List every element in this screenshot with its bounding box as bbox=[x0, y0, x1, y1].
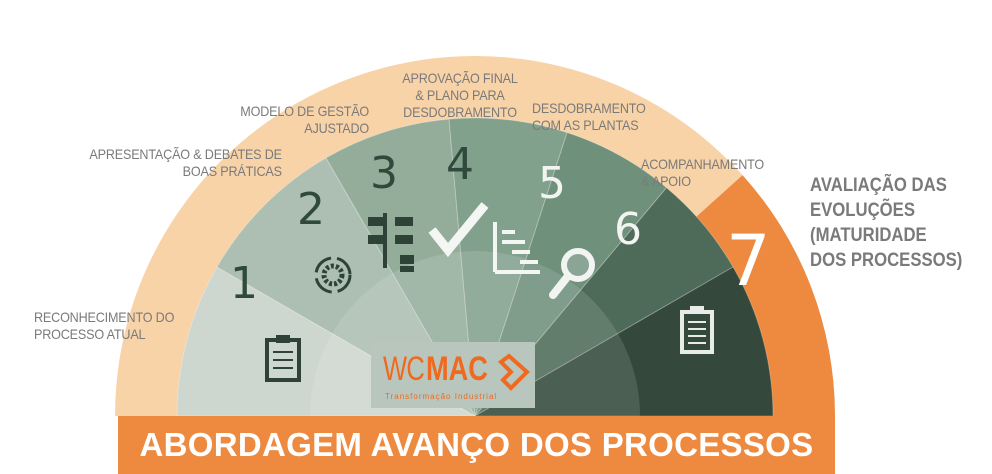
step-3-label: MODELO DE GESTÃO AJUSTADO bbox=[240, 103, 369, 137]
logo-wc: WC bbox=[383, 350, 425, 388]
step-3-number: 3 bbox=[370, 148, 398, 199]
label-line: APROVAÇÃO FINAL bbox=[402, 70, 518, 86]
checkmark-icon bbox=[428, 202, 489, 258]
lens bbox=[561, 248, 595, 282]
step-1-number: 1 bbox=[230, 258, 258, 309]
flow-box bbox=[400, 266, 414, 272]
clipboard-clip bbox=[276, 335, 290, 343]
flow-box bbox=[395, 235, 413, 244]
label-line: DESDOBRAMENTO bbox=[532, 100, 646, 116]
label-line: DOS PROCESSOS) bbox=[810, 250, 963, 271]
step-4-number: 4 bbox=[446, 139, 474, 190]
label-line: EVOLUÇÕES bbox=[810, 200, 915, 221]
gear bbox=[321, 263, 345, 287]
label-line: ACOMPANHAMENTO bbox=[641, 156, 765, 172]
label-line: COM AS PLANTAS bbox=[532, 117, 639, 133]
clipboard-icon bbox=[265, 335, 301, 382]
logo-arrow-icon bbox=[497, 353, 530, 391]
flow-box bbox=[395, 217, 413, 226]
flow-box bbox=[368, 235, 386, 244]
logo-tagline: Transformação Industrial bbox=[385, 392, 498, 401]
label-line: APRESENTAÇÃO & DEBATES DE bbox=[89, 146, 283, 162]
flowchart-icon bbox=[368, 213, 414, 272]
step-4-sector bbox=[448, 117, 568, 417]
magnifier-icon bbox=[549, 248, 595, 299]
label-line: & PLANO PARA bbox=[415, 87, 505, 103]
step-6-label: ACOMPANHAMENTO & APOIO bbox=[641, 156, 764, 190]
title-banner: ABORDAGEM AVANÇO DOS PROCESSOS bbox=[118, 416, 835, 474]
checklist-icon bbox=[680, 306, 714, 354]
gantt-chart-icon bbox=[493, 222, 540, 274]
flow-line bbox=[383, 213, 387, 268]
label-line: & APOIO bbox=[641, 173, 691, 189]
gear-cycle-icon bbox=[314, 256, 352, 294]
label-line: (MATURIDADE bbox=[810, 225, 927, 246]
label-line: RECONHECIMENTO DO bbox=[34, 309, 175, 325]
label-line: AVALIAÇÃO DAS bbox=[810, 175, 947, 196]
step-7-number: 7 bbox=[726, 220, 771, 302]
clipboard-clip bbox=[690, 306, 704, 314]
logo-mac: MAC bbox=[426, 350, 488, 388]
step-5-number: 5 bbox=[538, 158, 566, 209]
label-line: PROCESSO ATUAL bbox=[34, 326, 146, 342]
label-line: MODELO DE GESTÃO bbox=[240, 103, 369, 119]
check bbox=[428, 202, 489, 258]
handle bbox=[549, 272, 572, 299]
step-6-sector bbox=[474, 187, 734, 417]
label-line: AJUSTADO bbox=[304, 120, 369, 136]
wcmac-logo: WC MAC Transformação Industrial bbox=[371, 342, 535, 408]
step-2-label: APRESENTAÇÃO & DEBATES DE BOAS PRÁTICAS bbox=[89, 146, 283, 180]
label-line: DESDOBRAMENTO bbox=[403, 104, 517, 120]
diagram-title: ABORDAGEM AVANÇO DOS PROCESSOS bbox=[139, 426, 814, 463]
step-5-label: DESDOBRAMENTO COM AS PLANTAS bbox=[532, 100, 646, 134]
flow-box bbox=[400, 255, 414, 264]
flow-box bbox=[368, 217, 386, 226]
step-7-sector bbox=[473, 266, 774, 417]
step-1-label: RECONHECIMENTO DO PROCESSO ATUAL bbox=[34, 309, 174, 343]
step-6-number: 6 bbox=[614, 204, 642, 255]
step-2-number: 2 bbox=[297, 184, 325, 235]
step-7-label: AVALIAÇÃO DAS EVOLUÇÕES (MATURIDADE DOS … bbox=[810, 173, 962, 273]
cycle-ring bbox=[314, 256, 352, 294]
step-4-label: APROVAÇÃO FINAL & PLANO PARA DESDOBRAMEN… bbox=[393, 70, 528, 121]
label-line: BOAS PRÁTICAS bbox=[182, 163, 282, 179]
